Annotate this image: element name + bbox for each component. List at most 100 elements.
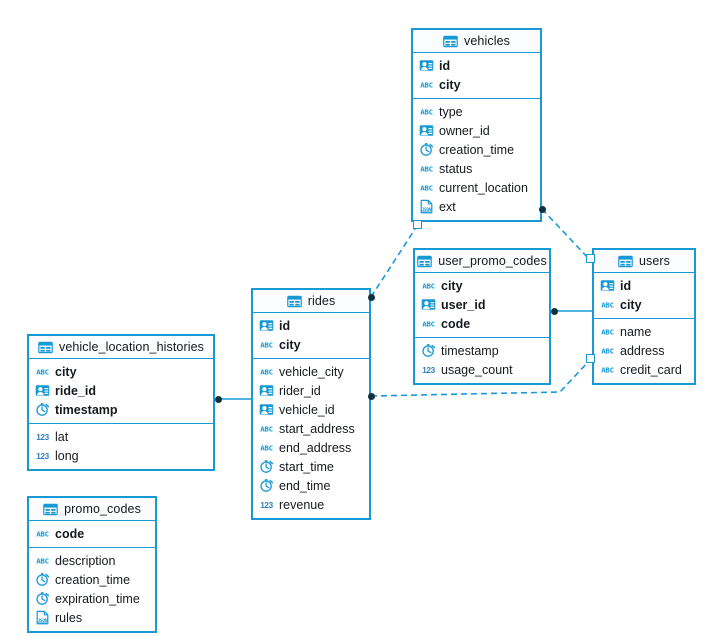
string-type-icon: ABC	[420, 164, 433, 173]
column-row[interactable]: 123 revenue	[253, 495, 369, 514]
string-type-icon: ABC	[420, 107, 433, 116]
table-header-promo_codes[interactable]: promo_codes	[29, 498, 155, 521]
table-name-label: vehicle_location_histories	[58, 340, 205, 354]
column-row[interactable]: creation_time	[413, 140, 540, 159]
relationship-line-vehicles-to-upc[interactable]	[370, 225, 418, 298]
table-header-user_promo_codes[interactable]: user_promo_codes	[415, 250, 549, 273]
table-header-vehicles[interactable]: vehicles	[413, 30, 540, 53]
column-row[interactable]: JSON rules	[29, 608, 155, 627]
table-header-vehicle_location_histories[interactable]: vehicle_location_histories	[29, 336, 213, 359]
column-name-label: rules	[55, 610, 83, 625]
primary-key-row[interactable]: id	[413, 56, 540, 75]
svg-text:ABC: ABC	[260, 367, 272, 376]
column-row[interactable]: expiration_time	[29, 589, 155, 608]
svg-text:ABC: ABC	[422, 281, 434, 290]
column-row[interactable]: ABC type	[413, 102, 540, 121]
table-grid-icon	[43, 503, 58, 515]
column-name-label: id	[279, 318, 291, 333]
column-name-label: timestamp	[441, 343, 499, 358]
string-type-icon: ABC	[420, 80, 433, 89]
primary-key-row[interactable]: user_id	[415, 295, 549, 314]
string-type-icon: ABC	[601, 346, 614, 355]
string-type-icon: ABC	[260, 340, 273, 349]
numeric-type-icon: 123	[422, 366, 436, 375]
column-name-label: description	[55, 553, 116, 568]
table-grid-icon	[618, 255, 633, 267]
table-header-users[interactable]: users	[594, 250, 694, 273]
column-name-label: ext	[439, 199, 456, 214]
column-row[interactable]: rider_id	[253, 381, 369, 400]
timestamp-type-icon	[422, 344, 436, 357]
column-row[interactable]: owner_id	[413, 121, 540, 140]
relationship-target-marker-rides-to-users	[586, 354, 595, 363]
primary-key-row[interactable]: ABC city	[413, 75, 540, 94]
primary-key-row[interactable]: ride_id	[29, 381, 213, 400]
column-name-label: city	[439, 77, 461, 92]
svg-text:ABC: ABC	[601, 327, 613, 336]
relationship-target-marker-vehicles-to-users	[586, 254, 595, 263]
relationship-target-marker-vehicles-to-upc	[413, 220, 422, 229]
column-row[interactable]: end_time	[253, 476, 369, 495]
column-row[interactable]: 123 usage_count	[415, 360, 549, 379]
string-type-icon: ABC	[260, 367, 273, 376]
table-header-rides[interactable]: rides	[253, 290, 369, 313]
svg-text:ABC: ABC	[260, 340, 272, 349]
column-name-label: start_address	[279, 421, 355, 436]
column-name-label: end_address	[279, 440, 352, 455]
svg-text:JSON: JSON	[37, 618, 47, 624]
table-grid-icon	[443, 35, 458, 47]
numeric-type-icon: 123	[36, 433, 50, 442]
svg-text:ABC: ABC	[260, 443, 272, 452]
string-type-icon: ABC	[260, 443, 273, 452]
primary-key-row[interactable]: id	[253, 316, 369, 335]
column-name-label: revenue	[279, 497, 325, 512]
table-name-label: promo_codes	[64, 502, 141, 516]
primary-key-row[interactable]: id	[594, 276, 694, 295]
uuid-ref-type-icon	[419, 125, 434, 136]
column-name-label: type	[439, 104, 463, 119]
svg-text:123: 123	[260, 501, 273, 510]
column-name-label: id	[620, 278, 632, 293]
column-name-label: expiration_time	[55, 591, 140, 606]
primary-key-row[interactable]: timestamp	[29, 400, 213, 419]
relationship-source-marker-upc-to-users	[551, 308, 558, 315]
column-row[interactable]: ABC end_address	[253, 438, 369, 457]
column-row[interactable]: vehicle_id	[253, 400, 369, 419]
column-name-label: usage_count	[441, 362, 513, 377]
column-name-label: status	[439, 161, 473, 176]
column-row[interactable]: start_time	[253, 457, 369, 476]
column-row[interactable]: timestamp	[415, 341, 549, 360]
numeric-type-icon: 123	[36, 452, 50, 461]
column-row[interactable]: ABC status	[413, 159, 540, 178]
column-row[interactable]: creation_time	[29, 570, 155, 589]
uuid-ref-type-icon	[421, 299, 436, 310]
uuid-ref-type-icon	[259, 385, 274, 396]
